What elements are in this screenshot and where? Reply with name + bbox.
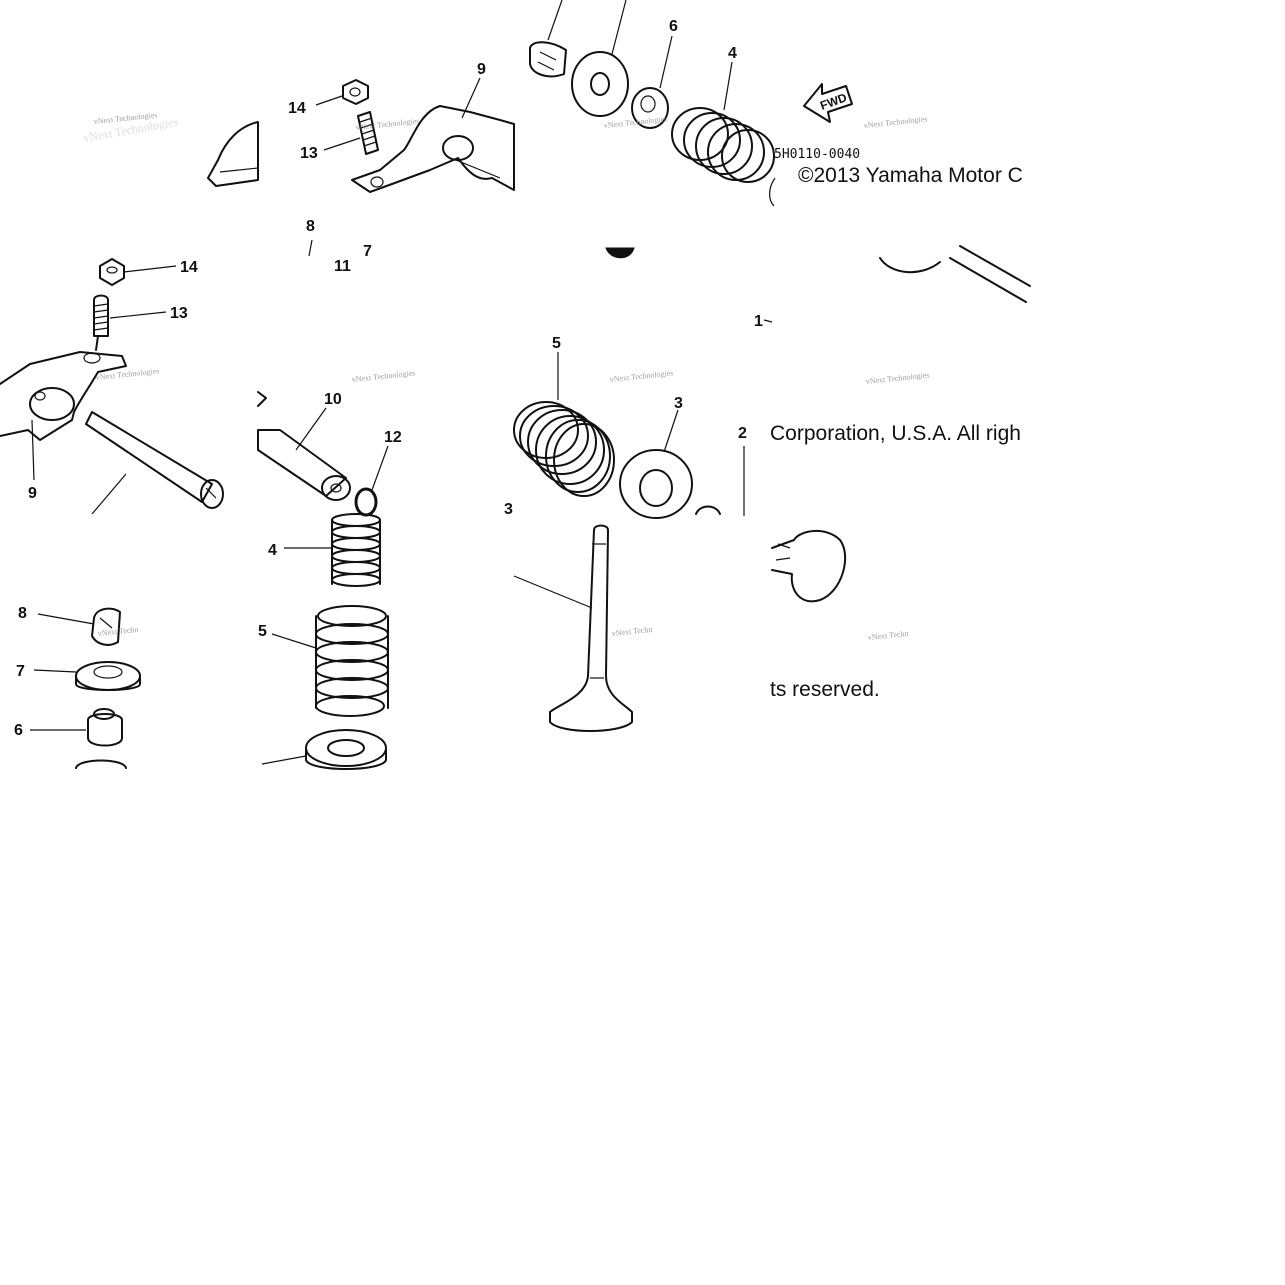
watermark-text: vNext Technologies [609, 368, 674, 384]
callout-4-mid: 4 [268, 542, 277, 559]
spring-seat-low [261, 729, 387, 770]
rocker-arm-fragment-left [207, 121, 259, 187]
callout-6-top: 6 [669, 18, 678, 35]
copyright-line-1: ©2013 Yamaha Motor C [798, 164, 1023, 187]
watermark-text: vNext Technologies [863, 114, 928, 130]
callout-2: 2 [738, 425, 747, 442]
spring-seat-3-right [619, 409, 693, 519]
watermark-text: vNext Technologies [95, 366, 160, 382]
callout-7-low: 7 [16, 663, 25, 680]
valve-spring-5-mid [271, 605, 389, 717]
intake-valve [513, 524, 633, 732]
nut-14-top [315, 79, 369, 106]
adjusting-screw-13-left [93, 294, 167, 351]
o-ring-12 [354, 445, 389, 517]
adjusting-screw-13-top [323, 111, 379, 155]
callout-8-top: 8 [306, 218, 315, 235]
callout-11-top: 11 [334, 258, 351, 275]
callout-4-top: 4 [728, 45, 737, 62]
callout-14-top: 14 [288, 100, 306, 117]
valve-collet-8-low [37, 607, 121, 646]
callout-8-low: 8 [18, 605, 27, 622]
watermark-text: vNext Technologies [351, 368, 416, 384]
watermark-text: vNext Techn [611, 625, 653, 638]
callout-7-top: 7 [363, 243, 372, 260]
watermark-text: vNext Technologies [603, 114, 668, 130]
copyright-line-2: Corporation, U.S.A. All righ [770, 422, 1021, 445]
cut-fragment-center-left [257, 391, 267, 407]
watermark-text: vNext Technologies [865, 370, 930, 386]
rocker-arm-9-top [351, 77, 515, 193]
valve-spring-4-mid [284, 513, 381, 587]
valve-collet-top [529, 0, 567, 78]
copyright-line-3: ts reserved. [770, 678, 880, 701]
watermark-text: vNext Techn [867, 629, 909, 642]
valve-spring-5-right [513, 352, 615, 497]
watermark-text: vNext Techn [97, 625, 139, 638]
callout-5-mid: 5 [258, 623, 267, 640]
callout-3-mid: 3 [504, 501, 513, 518]
cut-fragment-guide [695, 505, 721, 515]
exhaust-valve-head-fragment [771, 530, 847, 603]
callout-13-top: 13 [300, 145, 318, 162]
callout-9-top: 9 [477, 61, 486, 78]
spring-retainer-7-low [33, 661, 141, 691]
spring-retainer-top [571, 0, 629, 117]
callout-9-left: 9 [28, 485, 37, 502]
valve-stem-seal-6-low [30, 708, 123, 747]
watermark-group: vNext Technologies vNext Technologies vN… [82, 110, 930, 642]
rocker-shaft-left [85, 411, 224, 515]
spring-fragment-right [879, 257, 941, 274]
callout-12: 12 [384, 429, 402, 446]
callout-14-left: 14 [180, 259, 198, 276]
rocker-shaft-10 [257, 407, 351, 501]
nut-14-left [99, 258, 177, 286]
callout-1: 1 [754, 313, 763, 330]
forward-arrow-icon: FWD [803, 83, 853, 123]
rocker-shaft-fragment-right [949, 245, 1031, 303]
rocker-arm-9-left [0, 351, 127, 481]
cut-fragment-top-right [769, 177, 776, 207]
callout-13-left: 13 [170, 305, 188, 322]
callout-10: 10 [324, 391, 342, 408]
valve-spring-4-top [671, 61, 775, 183]
callout-5-right: 5 [552, 335, 561, 352]
cut-fragment-mid [605, 247, 635, 259]
valve-stem-seal-top [631, 35, 673, 129]
part-code: 5H0110-0040 [774, 147, 860, 162]
callout-3-right: 3 [674, 395, 683, 412]
cut-fragment-low-left [75, 759, 127, 769]
watermark-text: vNext Technologies [355, 116, 420, 132]
callout-6-low: 6 [14, 722, 23, 739]
